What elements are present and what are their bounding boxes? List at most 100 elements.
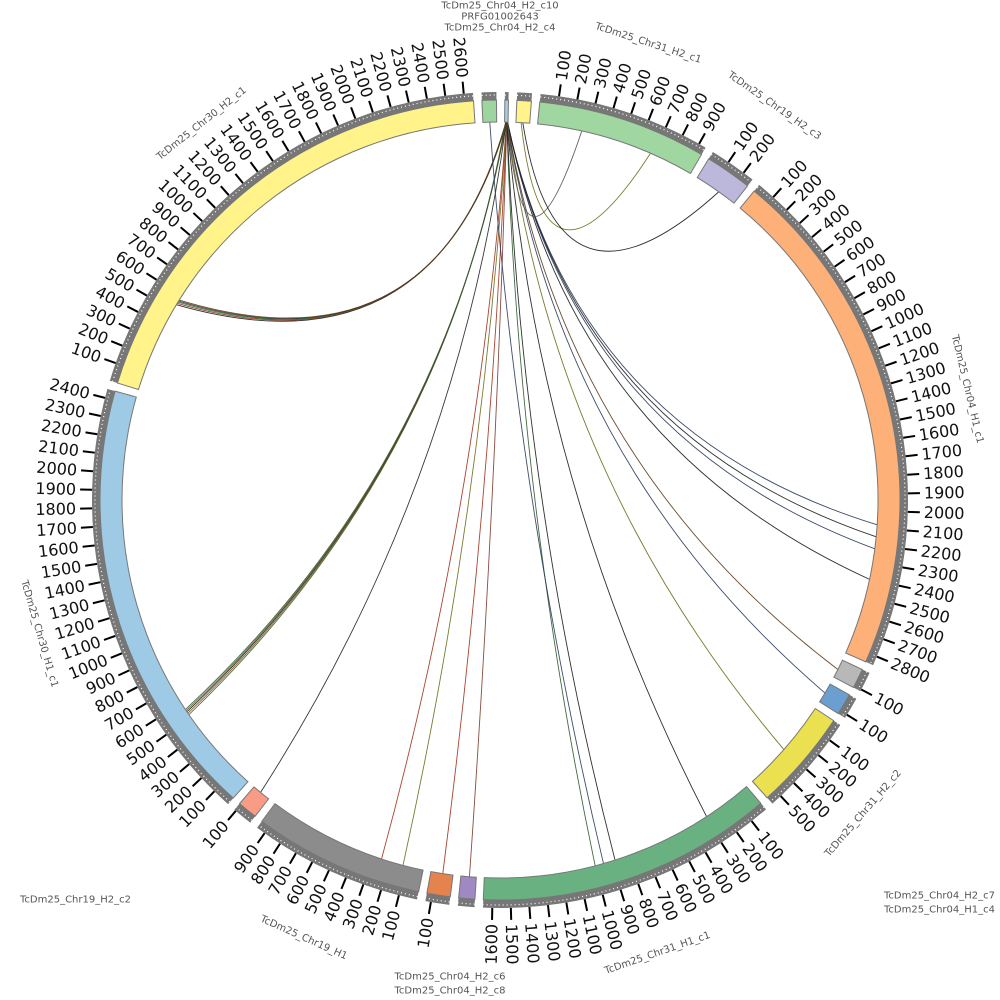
major-tick: [834, 258, 846, 268]
major-tick: [884, 360, 897, 367]
major-tick: [805, 768, 817, 779]
major-tick: [860, 688, 873, 697]
major-tick: [876, 655, 889, 663]
major-tick: [118, 322, 131, 330]
major-tick: [272, 843, 281, 855]
major-tick: [854, 291, 866, 299]
sector: TcDm25_Chr04_H2_c6: [394, 875, 505, 983]
sector-axis-band: [109, 92, 474, 384]
major-tick: [156, 256, 168, 266]
major-tick: [889, 620, 902, 627]
major-tick: [704, 851, 713, 864]
minor-ticks: [425, 897, 450, 903]
sector-block[interactable]: [515, 99, 532, 124]
tick-label: 2200: [920, 541, 963, 565]
major-tick: [376, 889, 382, 903]
major-tick: [350, 106, 357, 119]
sector-block[interactable]: [238, 786, 270, 817]
major-tick: [528, 906, 532, 919]
sector-block[interactable]: [261, 802, 424, 893]
minor-ticks: [94, 389, 231, 803]
sector-block[interactable]: [696, 158, 749, 204]
link-chord: [489, 122, 604, 864]
sector-block[interactable]: [751, 707, 835, 799]
major-tick: [315, 122, 323, 134]
link-chord: [506, 122, 616, 861]
major-tick: [265, 150, 274, 162]
major-tick: [619, 889, 626, 902]
sector-block[interactable]: [482, 785, 762, 901]
major-tick: [779, 795, 790, 806]
major-tick: [117, 669, 130, 677]
sector-block[interactable]: [504, 99, 509, 123]
sector-block[interactable]: [739, 190, 901, 663]
major-tick: [461, 81, 465, 94]
major-tick: [305, 861, 314, 874]
tick-label: 100: [552, 49, 575, 82]
minor-ticks: [458, 902, 475, 905]
sector-block[interactable]: [99, 390, 249, 799]
sector-block[interactable]: [458, 875, 477, 900]
link-chord: [179, 121, 508, 319]
sector-name-label: TcDm25_Chr04_H2_c4: [444, 23, 556, 34]
major-tick: [902, 566, 915, 571]
sector-axis-band: [257, 821, 419, 900]
links-layer: [176, 121, 878, 877]
major-tick: [80, 469, 94, 473]
sector-axis-band: [234, 803, 256, 823]
major-tick: [903, 434, 916, 439]
major-tick: [654, 876, 662, 889]
major-tick: [281, 140, 290, 152]
major-tick: [227, 810, 237, 821]
major-tick: [220, 185, 230, 196]
sector-axis-band: [853, 669, 870, 692]
sector-block[interactable]: [426, 871, 454, 898]
sector-block[interactable]: [818, 683, 851, 715]
major-tick: [332, 114, 340, 126]
major-tick: [205, 790, 216, 801]
major-tick: [135, 288, 148, 297]
major-tick: [179, 763, 190, 773]
link-chord: [507, 121, 870, 580]
major-tick: [85, 562, 98, 567]
minor-ticks: [857, 671, 868, 691]
sector-axis-band: [516, 92, 533, 102]
link-chord: [506, 122, 707, 817]
major-tick: [907, 472, 920, 476]
sector-block[interactable]: [481, 99, 498, 123]
major-tick: [727, 151, 737, 163]
tick-label: 1600: [482, 924, 502, 965]
major-tick: [249, 161, 259, 173]
major-tick: [80, 525, 93, 529]
major-tick: [368, 100, 374, 113]
sector-block[interactable]: [833, 659, 863, 689]
sector-axis-band: [91, 388, 234, 805]
major-tick: [905, 453, 918, 458]
link-chord: [507, 121, 877, 538]
major-tick: [799, 214, 810, 224]
link-chord: [506, 122, 596, 866]
major-tick: [793, 782, 804, 793]
tick-label: 2100: [922, 522, 964, 544]
major-tick: [167, 241, 179, 251]
sector-axis-band: [504, 92, 509, 101]
link-chord: [469, 122, 508, 877]
sector-axis-band: [457, 897, 475, 908]
sector-name-label: TcDm25_Chr19_H2_c2: [19, 895, 131, 906]
major-tick: [904, 547, 918, 552]
minor-ticks: [483, 806, 765, 906]
major-tick: [92, 599, 105, 605]
tick-label: 1700: [921, 441, 964, 464]
major-tick: [386, 95, 392, 108]
sector-block[interactable]: [537, 101, 703, 175]
tick-label: 1400: [521, 922, 543, 964]
major-tick: [664, 115, 672, 128]
major-tick: [594, 91, 600, 104]
sector: 1002003004005006007008009001000110012001…: [69, 36, 476, 391]
sector-block[interactable]: [116, 100, 476, 391]
major-tick: [811, 228, 822, 238]
sector-axis-band: [767, 720, 841, 804]
